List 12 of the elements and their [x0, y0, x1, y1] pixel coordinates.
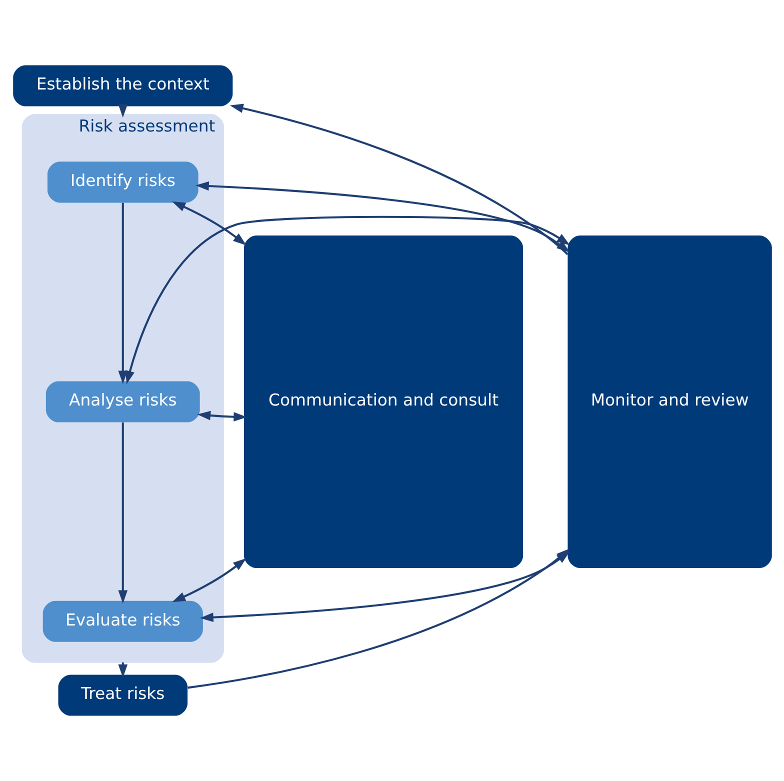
arrow — [229, 104, 568, 256]
node-box: Treat risks — [58, 674, 188, 716]
arrow — [196, 410, 247, 422]
arrow — [118, 202, 128, 384]
node-box: Communication and consult — [243, 236, 523, 568]
arrow — [118, 422, 128, 604]
arrow — [172, 558, 246, 602]
node-box: Monitor and review — [567, 236, 772, 568]
node-box: Evaluate risks — [42, 600, 202, 642]
node-box: Identify risks — [46, 162, 198, 203]
arrow — [172, 201, 246, 246]
node-box: Analyse risks — [45, 381, 200, 422]
